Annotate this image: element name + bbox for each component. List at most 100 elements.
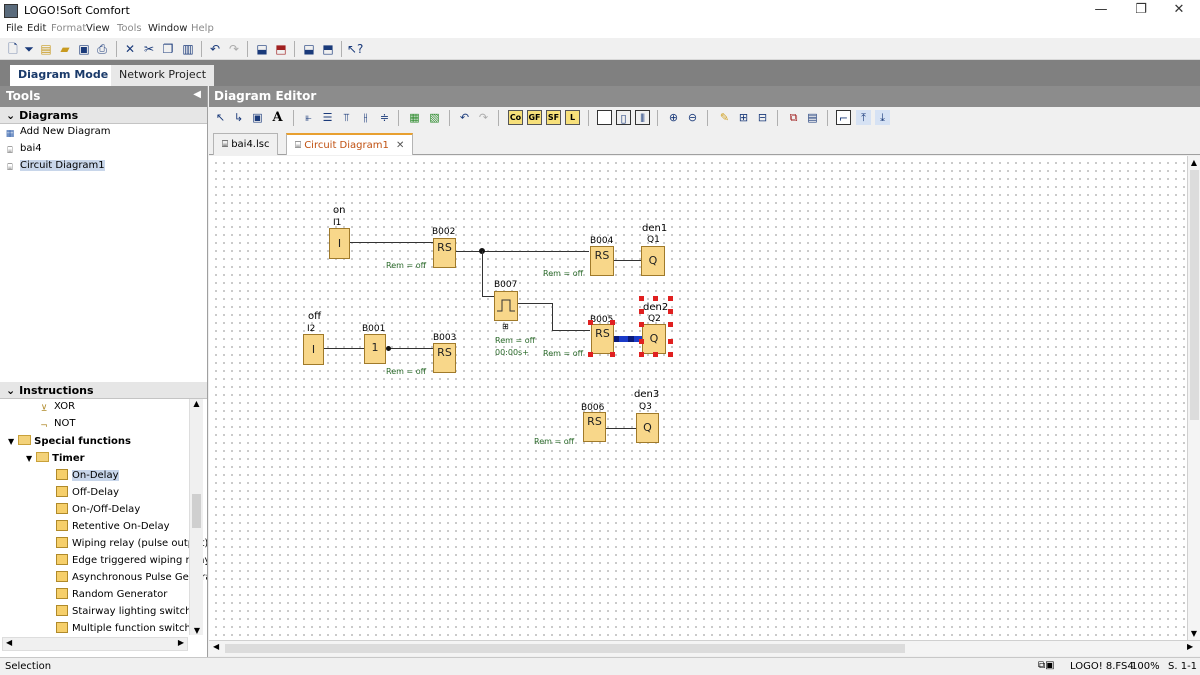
connector-handle[interactable] [613, 336, 619, 342]
simulation-start-icon[interactable]: ⧉ [789, 111, 798, 124]
scroll-to-top-icon[interactable]: ⤒ [856, 110, 871, 125]
collapse-panel-icon[interactable]: ◀ [193, 89, 201, 100]
general-functions-button[interactable]: GF [527, 110, 542, 125]
selection-handle[interactable] [668, 322, 673, 327]
align-right-icon[interactable]: ☰ [322, 111, 333, 124]
align-top-icon[interactable]: ⫪ [343, 111, 350, 124]
input-block-i1[interactable]: I [329, 228, 350, 259]
distribute-icon[interactable]: ≑ [379, 111, 390, 124]
tree-item-not[interactable]: ¬NOT [0, 418, 207, 435]
view-split-vertical-icon[interactable]: ▯ [616, 110, 631, 125]
menu-edit[interactable]: Edit [27, 23, 47, 34]
output-block-q3[interactable]: Q [636, 413, 659, 443]
selection-handle[interactable] [639, 296, 644, 301]
selection-handle[interactable] [668, 339, 673, 344]
menu-view[interactable]: View [86, 23, 110, 34]
on-delay-block-b007[interactable] [494, 291, 518, 321]
view-single-icon[interactable] [597, 110, 612, 125]
transfer-pc-to-logo-icon[interactable]: ⬓ [256, 42, 268, 56]
tree-item-timer[interactable]: ▼Timer [0, 452, 207, 469]
diagrams-section-header[interactable]: ⌄ Diagrams [0, 107, 207, 124]
selection-handle[interactable] [653, 352, 658, 357]
instructions-section-header[interactable]: ⌄ Instructions [0, 382, 207, 399]
scrollbar-thumb[interactable] [1190, 170, 1199, 420]
selection-handle[interactable] [668, 296, 673, 301]
group-icon[interactable]: ▦ [409, 111, 420, 124]
scroll-up-icon[interactable]: ▲ [193, 399, 200, 408]
editor-undo-icon[interactable]: ↶ [459, 111, 470, 124]
tab-bai4[interactable]: ⌸ bai4.lsc [213, 133, 279, 155]
diagram-item-bai4[interactable]: ⌸bai4 [4, 143, 203, 160]
new-folder-icon[interactable]: ▤ [40, 42, 52, 56]
save-icon[interactable]: ▣ [78, 42, 90, 56]
rs-block-b002[interactable]: RS [433, 238, 456, 268]
menu-file[interactable]: File [6, 23, 23, 34]
open-dropdown-icon[interactable]: ⏷ [24, 42, 34, 56]
block-tool-icon[interactable]: ▣ [252, 111, 263, 124]
scroll-right-icon[interactable]: ▶ [1187, 642, 1194, 651]
editor-redo-icon[interactable]: ↷ [478, 111, 489, 124]
expand-parameter-icon[interactable]: ⊞ [502, 322, 509, 331]
output-block-q2[interactable]: Q [642, 324, 666, 354]
selection-handle[interactable] [588, 320, 593, 325]
instructions-horizontal-scrollbar[interactable]: ◀ ▶ [2, 637, 188, 651]
tree-item-stairway-lighting[interactable]: Stairway lighting switch [0, 605, 207, 622]
zoom-in-icon[interactable]: ⊕ [668, 111, 679, 124]
scroll-left-icon[interactable]: ◀ [213, 642, 220, 651]
zoom-out-icon[interactable]: ⊖ [687, 111, 698, 124]
tab-diagram-mode[interactable]: Diagram Mode [10, 65, 117, 86]
parameter-icon[interactable]: ⊞ [738, 111, 749, 124]
scroll-to-bottom-icon[interactable]: ⤓ [875, 110, 890, 125]
tree-item-retentive-on-delay[interactable]: Retentive On-Delay [0, 520, 207, 537]
selection-handle[interactable] [668, 309, 673, 314]
new-file-icon[interactable]: 🗋 [8, 42, 18, 56]
simulation-icon[interactable]: ⬒ [322, 42, 334, 56]
diagram-item-circuit-diagram1[interactable]: ⌸Circuit Diagram1 [4, 160, 203, 177]
tree-item-multiple-function-switch[interactable]: Multiple function switch [0, 622, 207, 639]
print-icon[interactable]: ⎙ [97, 42, 107, 56]
rs-block-b005[interactable]: RS [591, 324, 614, 354]
highlight-icon[interactable]: ✎ [719, 111, 730, 124]
close-tab-icon[interactable]: ✕ [396, 140, 405, 151]
tree-item-edge-wiping-relay[interactable]: Edge triggered wiping relay [0, 554, 207, 571]
menu-help[interactable]: Help [191, 23, 214, 34]
input-block-i2[interactable]: I [303, 334, 324, 365]
view-split-three-icon[interactable]: ⫴ [635, 110, 650, 125]
connector-handle[interactable] [628, 336, 634, 342]
ungroup-icon[interactable]: ▧ [429, 111, 440, 124]
scrollbar-thumb[interactable] [192, 494, 201, 528]
diagram-canvas[interactable]: on I1 I B002 RS Rem = off B004 RS Rem = … [209, 156, 1187, 640]
menu-tools[interactable]: Tools [117, 23, 142, 34]
scroll-right-icon[interactable]: ▶ [177, 638, 184, 647]
constants-button[interactable]: Co [508, 110, 523, 125]
add-new-diagram-item[interactable]: ▦Add New Diagram [4, 126, 203, 143]
scroll-left-icon[interactable]: ◀ [6, 638, 13, 647]
undo-icon[interactable]: ↶ [209, 42, 221, 56]
scroll-up-icon[interactable]: ▲ [1190, 158, 1198, 167]
selection-handle[interactable] [610, 320, 615, 325]
selection-handle[interactable] [653, 296, 658, 301]
selection-handle[interactable] [639, 339, 644, 344]
selection-handle[interactable] [639, 352, 644, 357]
reference-icon[interactable]: ⊟ [757, 111, 768, 124]
minimize-button[interactable]: — [1094, 2, 1108, 17]
redo-icon[interactable]: ↷ [228, 42, 240, 56]
tree-item-on-delay[interactable]: On-Delay [0, 469, 207, 486]
align-left-icon[interactable]: ⫦ [305, 111, 312, 124]
output-block-q1[interactable]: Q [641, 246, 665, 276]
align-middle-icon[interactable]: ⫲ [363, 111, 368, 124]
close-button[interactable]: ✕ [1173, 2, 1185, 17]
connector-route-icon[interactable]: ⌐ [836, 110, 851, 125]
selection-tool-icon[interactable]: ↖ [215, 111, 226, 124]
canvas-vertical-scrollbar[interactable]: ▲ ▼ [1187, 156, 1200, 640]
not-block-b001[interactable]: 1 [364, 334, 386, 364]
rs-block-b006[interactable]: RS [583, 412, 606, 442]
tree-item-off-delay[interactable]: Off-Delay [0, 486, 207, 503]
cut-icon[interactable]: ✂ [143, 42, 155, 56]
copy-icon[interactable]: ❐ [162, 42, 174, 56]
context-help-icon[interactable]: ↖? [347, 42, 364, 56]
restore-button[interactable]: ❐ [1135, 2, 1147, 17]
tree-item-on-off-delay[interactable]: On-/Off-Delay [0, 503, 207, 520]
transfer-logo-to-pc-icon[interactable]: ⬒ [275, 42, 287, 56]
online-test-icon[interactable]: ⬓ [303, 42, 315, 56]
